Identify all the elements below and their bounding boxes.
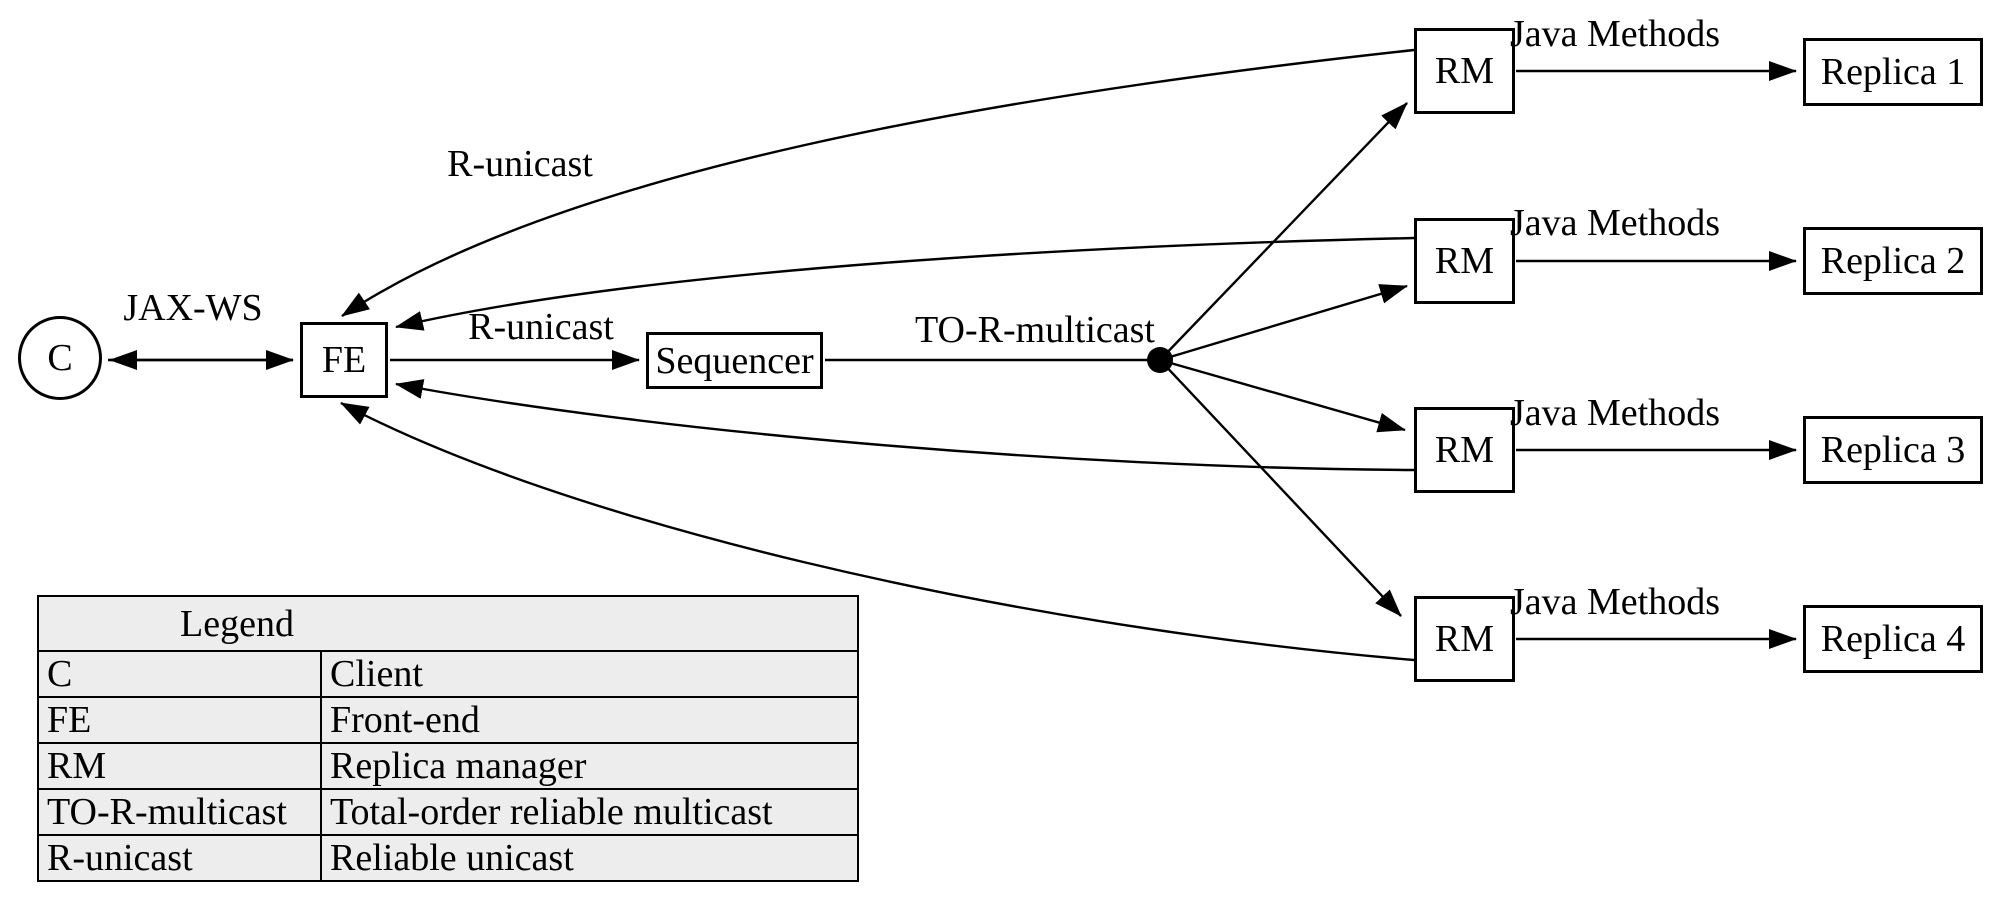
edge-label-java-methods-2: Java Methods bbox=[1509, 202, 1721, 244]
node-client: C bbox=[18, 316, 102, 400]
edge-rm2-return-to-fe bbox=[395, 236, 1415, 331]
node-replica4-label: Replica 4 bbox=[1820, 618, 1966, 660]
legend-term: FE bbox=[37, 696, 322, 744]
edge-label-r-unicast-mid: R-unicast bbox=[468, 306, 614, 348]
legend-definition: Reliable unicast bbox=[319, 834, 860, 882]
legend-term: C bbox=[37, 650, 322, 698]
node-replica3-label: Replica 3 bbox=[1820, 429, 1966, 471]
legend-row: TO-R-multicast Total-order reliable mult… bbox=[37, 788, 860, 836]
edge-label-java-methods-3: Java Methods bbox=[1509, 392, 1721, 434]
edge-label-to-r-multicast: TO-R-multicast bbox=[915, 309, 1155, 351]
legend-definition: Front-end bbox=[319, 696, 860, 744]
legend-row: C Client bbox=[37, 650, 860, 698]
node-replica2: Replica 2 bbox=[1803, 227, 1983, 295]
node-rm4-label: RM bbox=[1434, 618, 1495, 660]
node-rm2-label: RM bbox=[1434, 240, 1495, 282]
legend-term: RM bbox=[37, 742, 322, 790]
node-replica3: Replica 3 bbox=[1803, 416, 1983, 484]
node-rm3: RM bbox=[1414, 407, 1515, 493]
legend-definition: Client bbox=[319, 650, 860, 698]
node-sequencer-label: Sequencer bbox=[655, 339, 814, 382]
edge-label-r-unicast-top: R-unicast bbox=[447, 143, 593, 185]
edge-rm1-return-to-fe bbox=[341, 48, 1415, 317]
edge-dot-to-rm1 bbox=[1159, 102, 1408, 361]
node-rm1: RM bbox=[1414, 28, 1515, 114]
edge-dot-to-rm4 bbox=[1159, 359, 1402, 617]
legend-header-row: Legend bbox=[36, 595, 860, 652]
node-replica1: Replica 1 bbox=[1803, 38, 1983, 106]
edge-rm3-return-to-fe bbox=[395, 379, 1415, 472]
legend-row: RM Replica manager bbox=[37, 742, 860, 790]
node-replica1-label: Replica 1 bbox=[1820, 51, 1966, 93]
legend-row: FE Front-end bbox=[37, 696, 860, 744]
legend-table: Legend C Client FE Front-end RM Replica … bbox=[36, 595, 860, 882]
node-rm3-label: RM bbox=[1434, 429, 1495, 471]
node-sequencer: Sequencer bbox=[646, 332, 823, 389]
node-front-end: FE bbox=[300, 322, 388, 398]
legend-title: Legend bbox=[36, 595, 860, 652]
edge-rm4-return-to-fe bbox=[340, 401, 1415, 662]
legend-definition: Replica manager bbox=[319, 742, 860, 790]
legend-row: R-unicast Reliable unicast bbox=[37, 834, 860, 882]
edge-label-jax-ws: JAX-WS bbox=[123, 287, 263, 329]
edge-dot-to-rm2 bbox=[1159, 284, 1408, 362]
node-replica2-label: Replica 2 bbox=[1820, 240, 1966, 282]
node-replica4: Replica 4 bbox=[1803, 605, 1983, 673]
node-front-end-label: FE bbox=[321, 339, 367, 381]
node-rm2: RM bbox=[1414, 218, 1515, 304]
legend-term: TO-R-multicast bbox=[37, 788, 322, 836]
node-rm4: RM bbox=[1414, 596, 1515, 682]
legend-definition: Total-order reliable multicast bbox=[319, 788, 860, 836]
edge-label-java-methods-4: Java Methods bbox=[1509, 581, 1721, 623]
edge-dot-to-rm3 bbox=[1159, 358, 1406, 433]
edge-label-java-methods-1: Java Methods bbox=[1509, 13, 1721, 55]
node-rm1-label: RM bbox=[1434, 50, 1495, 92]
multicast-dot bbox=[1147, 347, 1173, 373]
node-client-label: C bbox=[47, 337, 73, 379]
legend-term: R-unicast bbox=[37, 834, 322, 882]
